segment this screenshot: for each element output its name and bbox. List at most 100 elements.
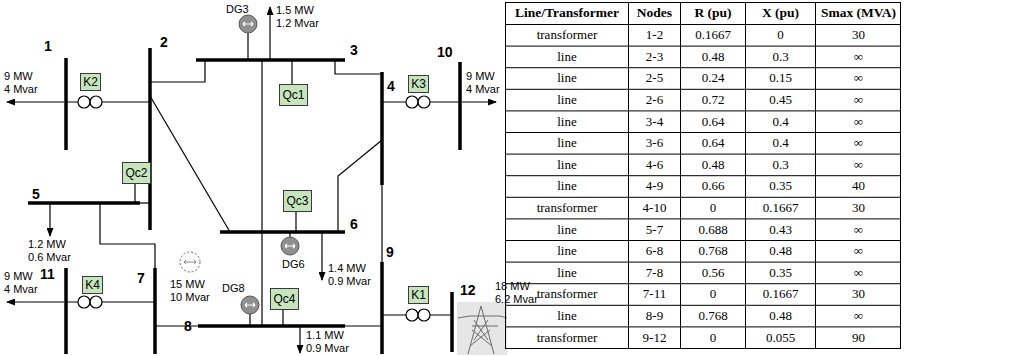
table-cell: 0.48: [681, 47, 745, 68]
table-cell: 6-8: [629, 241, 680, 262]
table-cell: 30: [816, 284, 901, 305]
table-cell: 0.48: [746, 306, 815, 327]
bus-number: 7: [137, 270, 145, 286]
table-cell: 4-9: [629, 176, 680, 197]
transformer-box: K1: [408, 286, 429, 304]
bus-bar: [220, 230, 345, 234]
table-cell: 0.48: [746, 241, 815, 262]
box-label: K1: [411, 288, 426, 302]
transformer-coil: [78, 296, 90, 308]
bus-number: 9: [386, 244, 394, 260]
dg-symbol: [241, 296, 259, 314]
line-wire: [100, 203, 155, 268]
table-cell: ∞: [816, 219, 901, 240]
table-cell: transformer: [506, 327, 628, 348]
box-label: K4: [85, 278, 100, 292]
load-arrow: [321, 232, 322, 280]
table-header: Line/Transformer: [506, 3, 628, 25]
bus-number: 8: [184, 318, 192, 334]
generator-symbol: [180, 252, 200, 272]
table-cell: 0.56: [681, 263, 745, 284]
table-cell: 0.43: [746, 219, 815, 240]
table-cell: 0.1667: [746, 284, 815, 305]
table-header: Smax (MVA): [816, 3, 901, 25]
table-cell: ∞: [816, 241, 901, 262]
table-cell: 4-6: [629, 155, 680, 176]
box-label: K3: [411, 77, 426, 91]
table-cell: 0.768: [681, 306, 745, 327]
table-cell: 8-9: [629, 306, 680, 327]
table-cell: line: [506, 90, 628, 111]
load-label: 9 MW 4 Mvar: [4, 270, 38, 296]
bus-bar: [380, 72, 384, 185]
dg-symbol-mark: [285, 244, 295, 248]
table-cell: 0.24: [681, 68, 745, 89]
table-header: Nodes: [629, 3, 680, 25]
table-cell: 0.64: [681, 111, 745, 132]
transformer-box: K2: [80, 73, 101, 91]
table-cell: transformer: [506, 25, 628, 46]
line-wire: [150, 96, 230, 232]
table-cell: ∞: [816, 133, 901, 154]
table-cell: 2-3: [629, 47, 680, 68]
transformer-coil: [418, 96, 430, 108]
line-wire: [261, 60, 262, 232]
table-cell: 30: [816, 25, 901, 46]
dg-symbol: [239, 15, 257, 33]
bus-number: 2: [160, 34, 168, 50]
tower-picture: [457, 302, 507, 355]
table-cell: 0.64: [681, 133, 745, 154]
table-cell: line: [506, 241, 628, 262]
transformer-symbols: [78, 96, 430, 321]
generator-stub: [249, 314, 250, 326]
dg-symbol-mark: [245, 303, 255, 307]
table-cell: 2-5: [629, 68, 680, 89]
table-cell: 0: [681, 284, 745, 305]
tower-photo-ground: [457, 302, 507, 355]
table-cell: 90: [816, 327, 901, 348]
capacitor-box: Qc4: [270, 288, 299, 310]
line-wire: [335, 60, 382, 74]
table-cell: 1-2: [629, 25, 680, 46]
load-label: 9 MW 4 Mvar: [4, 70, 38, 96]
transformer-coil: [78, 96, 90, 108]
table-cell: 0.66: [681, 176, 745, 197]
table-cell: 7-8: [629, 263, 680, 284]
bus-bar: [64, 268, 68, 354]
table-cell: line: [506, 263, 628, 284]
capacitor-box: Qc3: [283, 190, 312, 212]
load-label: 1.5 MW 1.2 Mvar: [276, 4, 319, 30]
generator-symbol-mark: [184, 260, 196, 264]
load-arrow: [7, 101, 64, 102]
table-cell: 0.48: [681, 155, 745, 176]
load-arrow: [49, 203, 50, 236]
bus-bar: [458, 62, 462, 150]
table-row-rules: [505, 25, 901, 327]
transformer-wire: [382, 101, 460, 102]
table-cell: line: [506, 306, 628, 327]
bus-bar: [450, 292, 454, 352]
bus-number: 4: [387, 78, 395, 94]
tower-lattice: [458, 306, 507, 354]
table-cell: ∞: [816, 263, 901, 284]
table-cell: transformer: [506, 198, 628, 219]
bus-number: 10: [437, 44, 453, 60]
capacitor-box: Qc2: [122, 162, 151, 184]
load-arrow: [7, 301, 64, 302]
transformer-coil: [90, 96, 102, 108]
capacitor-box: Qc1: [279, 84, 308, 106]
box-label: Qc4: [273, 292, 295, 306]
transformer-coil: [418, 309, 430, 321]
transformer-box: K3: [408, 75, 429, 93]
transformer-coil: [406, 96, 418, 108]
table-cell: ∞: [816, 90, 901, 111]
table-cell: 0.4: [746, 133, 815, 154]
table-cell: 9-12: [629, 327, 680, 348]
dg-symbols: [180, 15, 299, 314]
bus-number: 11: [40, 266, 55, 282]
transformer-coil: [90, 296, 102, 308]
load-label: 9 MW 4 Mvar: [466, 70, 500, 96]
load-label: 18 MW 6.2 Mvar: [495, 280, 538, 306]
dg-symbol: [281, 237, 299, 255]
line-wire: [261, 232, 262, 326]
